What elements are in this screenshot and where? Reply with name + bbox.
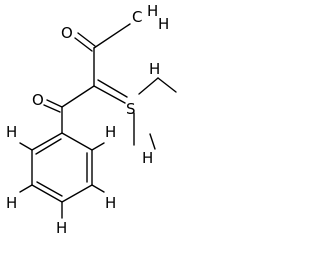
bond-s-ch3-upper bbox=[138, 77, 159, 95]
atom-hydrogen-methyl-s-bottom: H bbox=[142, 149, 153, 167]
bond-c2-o-double-b bbox=[74, 37, 93, 52]
bond-c3-s-double-a bbox=[93, 85, 126, 104]
atom-hydrogen-methyl-s-top: H bbox=[149, 60, 160, 78]
methyl-h-tick-1 bbox=[157, 77, 177, 93]
bond-c3-c4 bbox=[61, 85, 95, 108]
atom-hydrogen-ring-left-upper: H bbox=[6, 123, 17, 141]
bond-c2-o-double-a bbox=[77, 32, 96, 47]
atom-labels: O O S C H H H H H H H H H bbox=[6, 2, 169, 237]
atom-hydrogen-ring-left-lower: H bbox=[6, 194, 17, 212]
atom-oxygen-top: O bbox=[61, 24, 73, 42]
bonds bbox=[19, 23, 177, 219]
ch-bond-right-upper bbox=[91, 142, 105, 151]
ring-bond-4 bbox=[61, 184, 93, 203]
methyl-h-tick-2 bbox=[149, 133, 156, 150]
ring-bond-3-inner bbox=[36, 181, 63, 197]
ch-bond-left-lower bbox=[19, 184, 33, 193]
atom-sulfur: S bbox=[126, 100, 136, 118]
ring-bond-3 bbox=[31, 184, 63, 203]
atom-hydrogen-methyl-top-b: H bbox=[158, 15, 169, 33]
ring-bond-6 bbox=[61, 132, 93, 151]
atom-oxygen-left: O bbox=[32, 91, 44, 109]
ring-bond-1-inner bbox=[35, 138, 62, 155]
bond-c4-o-double-a bbox=[46, 99, 63, 108]
bond-c4-o-double-b bbox=[43, 104, 61, 113]
atom-hydrogen-ring-bottom: H bbox=[56, 219, 67, 237]
atom-hydrogen-ring-right-lower: H bbox=[105, 194, 116, 212]
bond-c3-s-double-b bbox=[97, 79, 128, 98]
atom-hydrogen-ring-right-upper: H bbox=[105, 123, 116, 141]
ring-bond-1 bbox=[31, 132, 63, 151]
atom-carbon-methyl-top: C bbox=[132, 8, 142, 26]
atom-hydrogen-methyl-top-a: H bbox=[147, 2, 158, 20]
bond-c2-c1 bbox=[93, 23, 131, 49]
ch-bond-right-lower bbox=[91, 184, 105, 193]
ch-bond-left-upper bbox=[19, 142, 33, 151]
chemical-structure-diagram: O O S C H H H H H H H H H bbox=[6, 2, 177, 237]
